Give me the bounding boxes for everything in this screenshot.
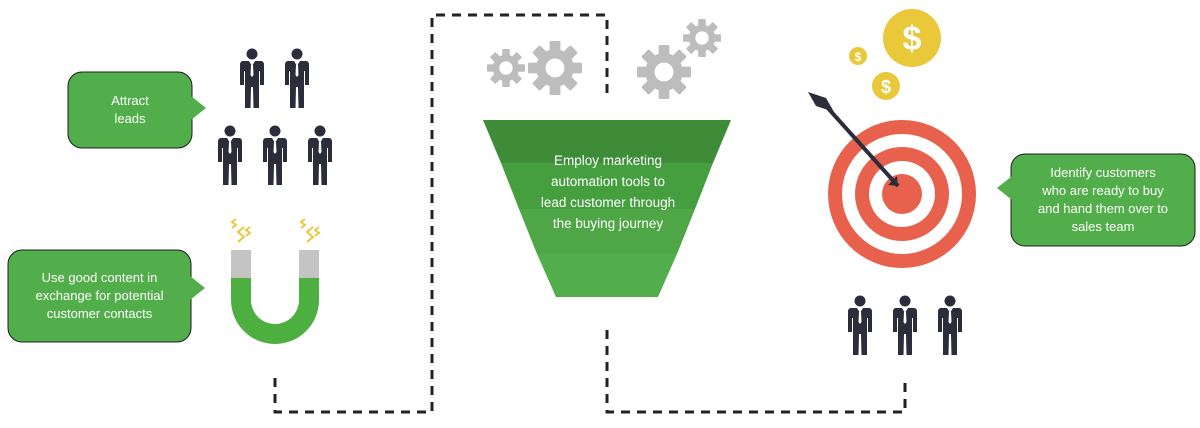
person-icon <box>308 126 332 186</box>
dollar-coin-icon: $ <box>849 47 867 65</box>
person-icon <box>218 126 242 186</box>
person-icon <box>893 296 917 356</box>
gear-icon <box>487 49 525 87</box>
dollar-coin-icon: $ <box>872 72 900 100</box>
gears-icon <box>487 19 721 99</box>
dollar-coin-icon: $ <box>883 9 941 67</box>
magnet-icon <box>231 219 319 344</box>
dashed-connector-right <box>607 330 905 412</box>
attract-leads-label: Attract leads <box>68 92 192 128</box>
svg-text:$: $ <box>881 77 891 97</box>
content-exchange-label: Use good content in exchange for potenti… <box>8 269 191 323</box>
person-icon <box>938 296 962 356</box>
target-icon <box>828 120 976 268</box>
identify-customers-label: Identify customers who are ready to buy … <box>1011 164 1195 236</box>
svg-text:$: $ <box>903 20 922 58</box>
people-group-icon <box>218 49 332 186</box>
sparkle-icon <box>232 219 319 242</box>
sales-team-icon <box>848 296 962 356</box>
gear-icon <box>528 41 582 95</box>
gear-icon <box>683 19 721 57</box>
coins-icon: $ $ $ <box>849 9 941 100</box>
automation-label: Employ marketing automation tools to lea… <box>503 150 713 234</box>
person-icon <box>240 49 264 109</box>
gear-icon <box>637 45 691 99</box>
svg-text:$: $ <box>855 50 862 64</box>
person-icon <box>285 49 309 109</box>
person-icon <box>848 296 872 356</box>
person-icon <box>263 126 287 186</box>
